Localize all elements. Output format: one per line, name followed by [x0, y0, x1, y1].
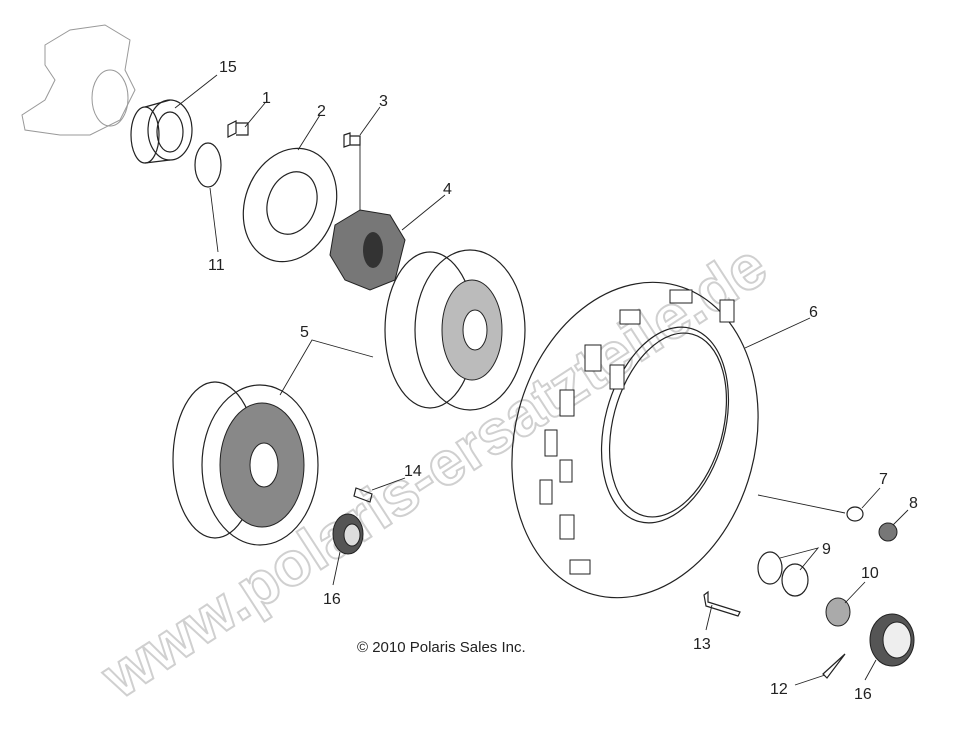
hub-cap [332, 513, 364, 555]
wheel-rim-inner [384, 249, 526, 411]
callout-8: 8 [909, 495, 918, 512]
tire [511, 281, 759, 599]
callout-3: 3 [379, 93, 388, 110]
callout-6: 6 [809, 304, 818, 321]
wheel-hub [329, 209, 406, 291]
callout-11: 11 [208, 257, 225, 274]
axle-nut [825, 597, 851, 627]
callout-1: 1 [262, 90, 271, 107]
cotter-pin [822, 653, 846, 679]
brake-disc-bolt [227, 120, 249, 138]
washers [757, 551, 809, 597]
callout-10: 10 [861, 565, 879, 582]
bearing [130, 99, 193, 164]
hub-bolt [343, 132, 361, 148]
brake-disc [242, 147, 338, 263]
valve-stem [353, 487, 373, 503]
callout-2: 2 [317, 103, 326, 120]
copyright: © 2010 Polaris Sales Inc. [357, 639, 526, 656]
callout-16b: 16 [854, 686, 872, 703]
lug-nut [878, 522, 898, 542]
wheel-rim-outer [172, 381, 319, 546]
callout-16: 16 [323, 591, 341, 608]
washer [846, 506, 864, 522]
steering-knuckle [21, 24, 136, 136]
stud [703, 590, 741, 617]
callout-7: 7 [879, 471, 888, 488]
callout-14: 14 [404, 463, 422, 480]
callout-5: 5 [300, 324, 309, 341]
leader-lines [174, 74, 909, 686]
callout-4: 4 [443, 181, 452, 198]
callout-9: 9 [822, 541, 831, 558]
callout-12: 12 [770, 681, 788, 698]
callout-15: 15 [219, 59, 237, 76]
hub-cap-outer [869, 613, 915, 667]
retaining-ring [194, 142, 222, 188]
callout-13: 13 [693, 636, 711, 653]
